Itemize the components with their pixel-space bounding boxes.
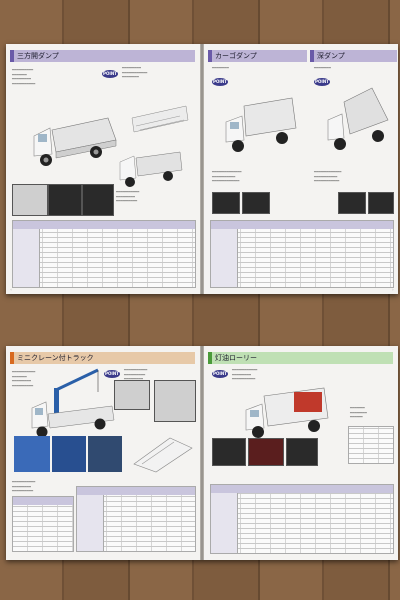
feature-text-block: ━━━━━━━━━━━━ ━━━━━━━━━ ━━━━━━━━━━━: [232, 368, 258, 381]
spec-table: [12, 220, 196, 288]
option-table: [12, 496, 74, 552]
three-way-dump-raised-image: [131, 105, 189, 133]
section-title-band: 深ダンプ: [310, 50, 397, 62]
page-number: ◦: [391, 287, 394, 292]
spec-table: [210, 484, 394, 554]
detail-photo: [82, 184, 114, 216]
detail-photo: [248, 438, 284, 466]
point-badge: POINT: [104, 370, 120, 378]
section-title: ミニクレーン付トラック: [17, 354, 94, 362]
page-three-way-dump: 三方開ダンプ ━━━━━━━━━━ ━━━━━━━ ━━━━━━━━━ ━━━━…: [6, 44, 200, 294]
kerosene-lorry-truck-image: [245, 387, 329, 438]
spec-note-block: ━━━━━━━━━━━ ━━━━━━━━━ ━━━━━━━━━━: [116, 190, 140, 203]
spec-note-block: ━━━━━━━━━━━━━ ━━━━━━━━━━━ ━━━━━━━━━━━━: [314, 170, 342, 183]
page-kerosene-lorry: 灯油ローリー POINT ━━━━━━━━━━━━ ━━━━━━━━━ ━━━━…: [204, 346, 398, 560]
spec-table: [210, 220, 394, 288]
detail-photo: [48, 184, 82, 216]
option-table-header: [13, 497, 73, 505]
detail-photo: [368, 192, 394, 214]
book-gutter: [200, 44, 204, 294]
spec-table-row-headers: [13, 221, 40, 287]
crane-detail-photos: [14, 436, 122, 472]
section-title-band: 三方開ダンプ: [10, 50, 195, 62]
spec-table-header: [77, 487, 195, 495]
section-title: 灯油ローリー: [215, 354, 257, 362]
detail-photo: [154, 380, 196, 422]
detail-photo: [212, 438, 246, 466]
detail-photo: [286, 438, 318, 466]
point-badge: POINT: [102, 70, 118, 78]
section-title-band: カーゴダンプ: [208, 50, 307, 62]
point-badge: POINT: [314, 78, 330, 86]
crane-rail-diagram: [133, 437, 193, 473]
book-gutter: [200, 346, 204, 560]
feature-text-block: ━━━━━━━━━━━ ━━━━━━━ ━━━━━━━━━ ━━━━━━━━━━: [12, 370, 36, 388]
spec-table: [76, 486, 196, 552]
spec-table-row-headers: [77, 487, 104, 551]
catalog-spread-bottom: ミニクレーン付トラック ━━━━━━━━━━━ ━━━━━━━ ━━━━━━━━…: [6, 346, 398, 560]
feature-text-block: ━━━━━━━━: [314, 66, 331, 70]
detail-photo: [212, 192, 240, 214]
spec-table-row-headers: [211, 485, 238, 553]
three-way-dump-side-open-image: [119, 151, 183, 187]
spec-note-block: ━━━━━━━━━━━ ━━━━━━━━━ ━━━━━━━━━━: [12, 480, 36, 493]
deep-dump-truck-image: [327, 87, 389, 150]
spec-table-header: [211, 485, 393, 493]
mini-crane-truck-image: [31, 368, 115, 438]
section-title: カーゴダンプ: [215, 52, 257, 60]
spec-note-block: ━━━━━━━━━━━━━━ ━━━━━━━━━━━ ━━━━━━━━━━━━━: [212, 170, 242, 183]
detail-photo: [242, 192, 270, 214]
feature-text-block: ━━━━━━━━━━━ ━━━━━━━━━━ ━━━━━━━━━: [124, 368, 148, 381]
point-badge: POINT: [212, 78, 228, 86]
feature-text-block: ━━━━━━━━━━ ━━━━━━━ ━━━━━━━━━ ━━━━━━━━━━━: [12, 68, 36, 86]
spec-note-block: ━━━━━━━ ━━━━━━━━ ━━━━━━: [350, 406, 367, 419]
spec-table-header: [211, 221, 393, 229]
detail-photo: [338, 192, 366, 214]
equipment-table: [348, 426, 394, 464]
section-title: 三方開ダンプ: [17, 52, 59, 60]
detail-photo: [114, 380, 150, 410]
three-way-dump-truck-image: [33, 117, 117, 166]
feature-text-block: ━━━━━━━━━ ━━━━━━━━━━━━ ━━━━━━━━: [122, 66, 148, 79]
spec-table-row-headers: [211, 221, 238, 287]
feature-text-block: ━━━━━━━━: [212, 66, 229, 70]
page-cargo-and-deep-dump: カーゴダンプ 深ダンプ POINT ━━━━━━━━ POINT ━━━━━━━…: [204, 44, 398, 294]
section-title-band: ミニクレーン付トラック: [10, 352, 195, 364]
section-title-band: 灯油ローリー: [208, 352, 393, 364]
detail-photo: [12, 184, 48, 216]
page-number: ◦: [10, 287, 13, 292]
section-title: 深ダンプ: [317, 52, 345, 60]
cargo-dump-truck-image: [225, 97, 297, 152]
page-mini-crane-truck: ミニクレーン付トラック ━━━━━━━━━━━ ━━━━━━━ ━━━━━━━━…: [6, 346, 200, 560]
point-badge: POINT: [212, 370, 228, 378]
spec-table-header: [13, 221, 195, 229]
catalog-spread-top: 三方開ダンプ ━━━━━━━━━━ ━━━━━━━ ━━━━━━━━━ ━━━━…: [6, 44, 398, 294]
